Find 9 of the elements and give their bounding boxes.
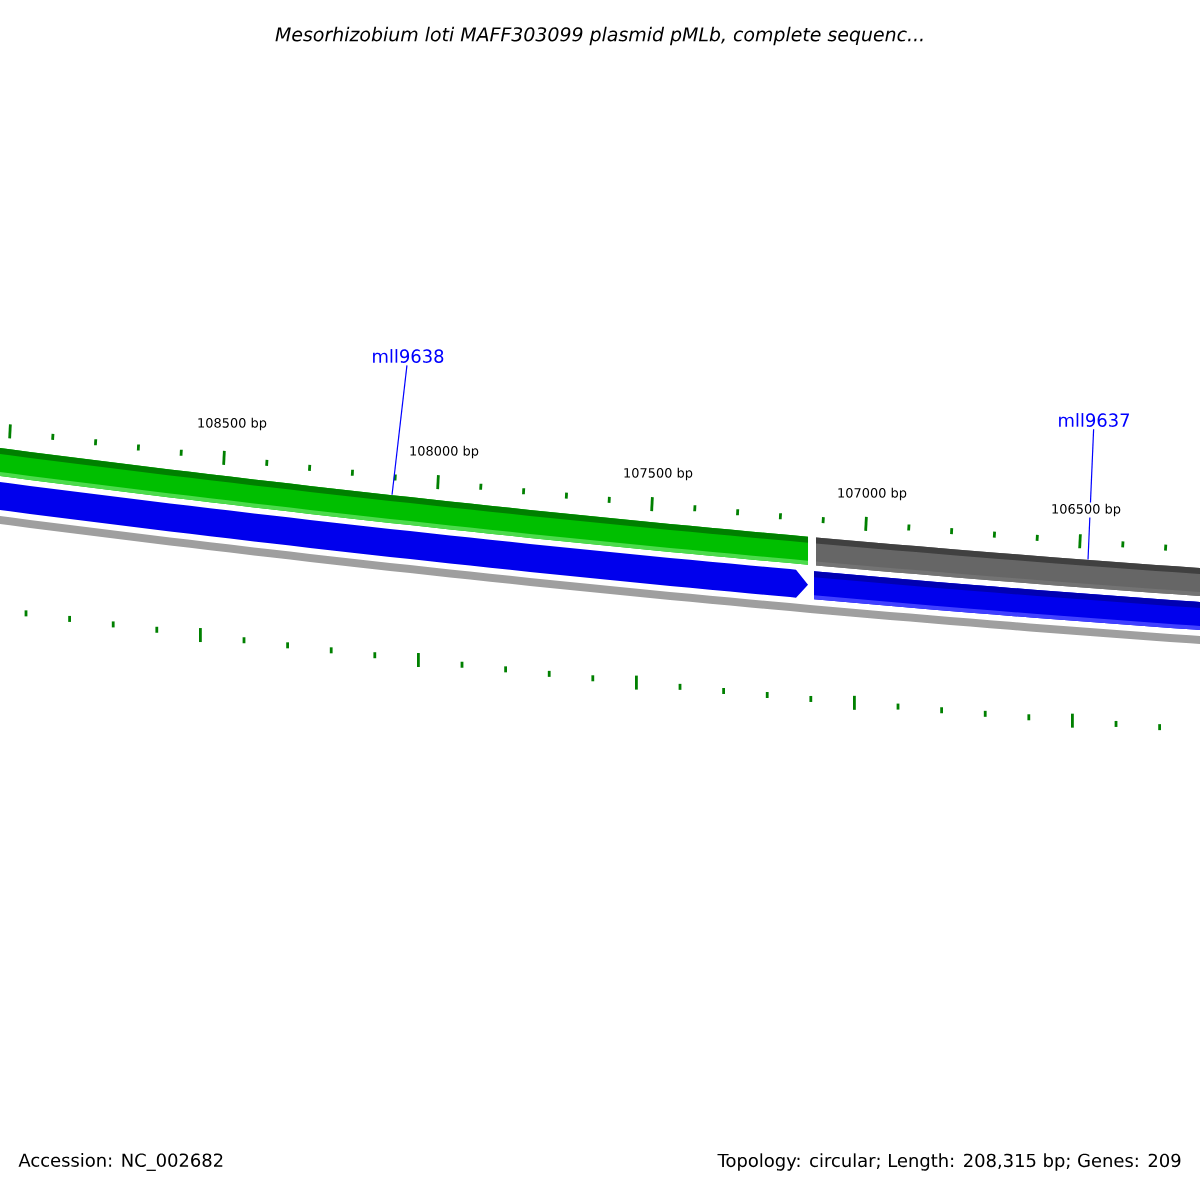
gene-band	[814, 571, 1200, 631]
leader-line	[391, 364, 408, 496]
gene-arrow	[0, 480, 808, 598]
gene-label: mll9638	[373, 349, 444, 363]
accession-text: Accession: NC_002682	[18, 1153, 223, 1171]
title: Mesorhizobium loti MAFF303099 plasmid pMLb, complete sequenc...	[275, 26, 923, 46]
leader-line	[1087, 428, 1095, 561]
summary-text: Topology: circular; Length: 208,315 bp; Genes: 209	[717, 1153, 1181, 1171]
gene-label: mll9637	[1059, 413, 1129, 427]
